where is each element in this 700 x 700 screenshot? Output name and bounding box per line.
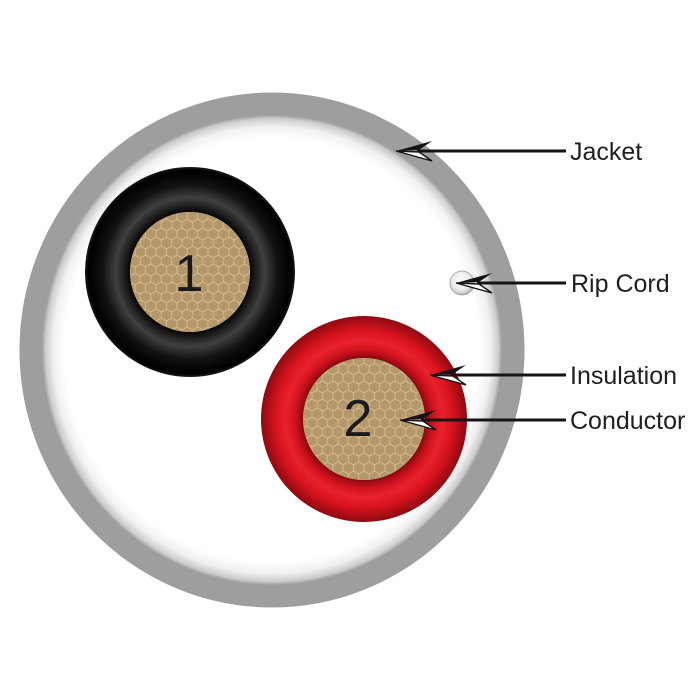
insulation-arrowhead-icon <box>430 365 466 375</box>
rip-cord-label: Rip Cord <box>571 270 670 298</box>
rip-cord-arrowhead-open-barb-icon <box>455 282 493 294</box>
jacket-ring <box>19 92 525 608</box>
conductor-1-number: 1 <box>175 245 204 303</box>
conductor-1-group: 1 <box>85 167 295 377</box>
conductor-arrowhead-open-barb-icon <box>399 419 437 431</box>
insulation-arrowhead-open-barb-icon <box>429 374 467 386</box>
conductor-2-number: 2 <box>344 390 373 448</box>
conductor-2-core-honeycomb <box>303 358 425 480</box>
jacket-arrowhead-open-barb-icon <box>395 150 433 162</box>
insulation-label: Insulation <box>570 362 677 390</box>
callout-insulation: Insulation <box>429 362 677 390</box>
conductor-2-group: 2 <box>261 316 467 522</box>
rip-cord-arrowhead-icon <box>456 273 492 283</box>
callout-rip-cord: Rip Cord <box>455 270 670 298</box>
conductor-arrowhead-icon <box>400 410 436 420</box>
callout-jacket: Jacket <box>395 138 642 166</box>
jacket-arrowhead-icon <box>396 141 432 151</box>
jacket-label: Jacket <box>570 138 642 166</box>
callout-conductor: Conductor <box>399 407 685 435</box>
conductor-1-core-honeycomb <box>130 212 250 332</box>
conductor-label: Conductor <box>570 407 685 435</box>
